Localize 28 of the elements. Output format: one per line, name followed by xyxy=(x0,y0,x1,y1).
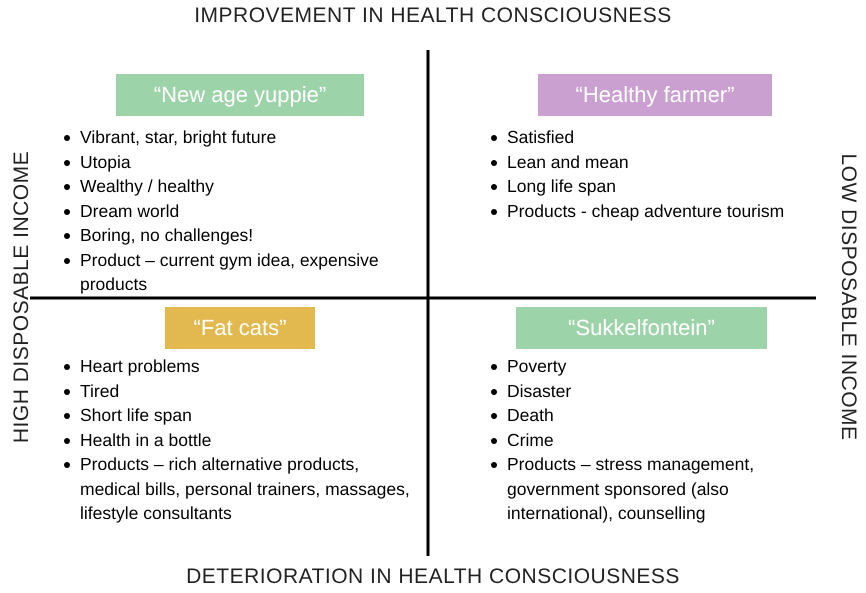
list-item-text: Utopia xyxy=(80,150,132,174)
list-item-text: Crime xyxy=(507,428,555,452)
list-item-text: Boring, no challenges! xyxy=(80,224,254,247)
list-item-text: Tired xyxy=(80,380,120,402)
list-item-text: Poverty xyxy=(507,355,568,378)
axis-label: DETERIORATION IN HEALTH CONSCIOUSNESS xyxy=(185,565,681,589)
list-item-text: Wealthy / healthy xyxy=(80,175,215,198)
list-item-text: Satisfied xyxy=(507,126,576,149)
list-item-text: Dream world xyxy=(80,200,180,222)
scenario-heading: “Sukkelfontein” xyxy=(516,307,767,349)
list-item-text: Long life span xyxy=(507,175,617,198)
list-item-text: Product – current gym idea, expensive products xyxy=(80,248,380,296)
list-item-text: Products – stress management, government sponsored (also international), counselling xyxy=(507,453,756,525)
axis-label: HIGH DISPOSABLE INCOME xyxy=(10,150,34,444)
axis-label: LOW DISPOSABLE INCOME xyxy=(836,153,860,441)
list-item-text: Health in a bottle xyxy=(80,428,212,452)
scenario-heading: “Healthy farmer” xyxy=(538,74,772,116)
list-item-text: Lean and mean xyxy=(507,150,630,174)
scenario-heading: “New age yuppie” xyxy=(116,74,364,116)
list-item-text: Heart problems xyxy=(80,355,201,378)
list-item-text: Disaster xyxy=(507,380,572,402)
axis-label: IMPROVEMENT IN HEALTH CONSCIOUSNESS xyxy=(193,4,673,28)
list-item-text: Vibrant, star, bright future xyxy=(80,126,278,149)
list-item-text: Death xyxy=(507,404,555,427)
scenario-heading: “Fat cats” xyxy=(165,307,315,349)
list-item-text: Short life span xyxy=(80,404,193,427)
list-item-text: Products - cheap adventure tourism xyxy=(507,200,786,223)
list-item-text: Products – rich alternative products, medical bills, personal trainers, massages, lifestyle consultants xyxy=(80,453,411,525)
